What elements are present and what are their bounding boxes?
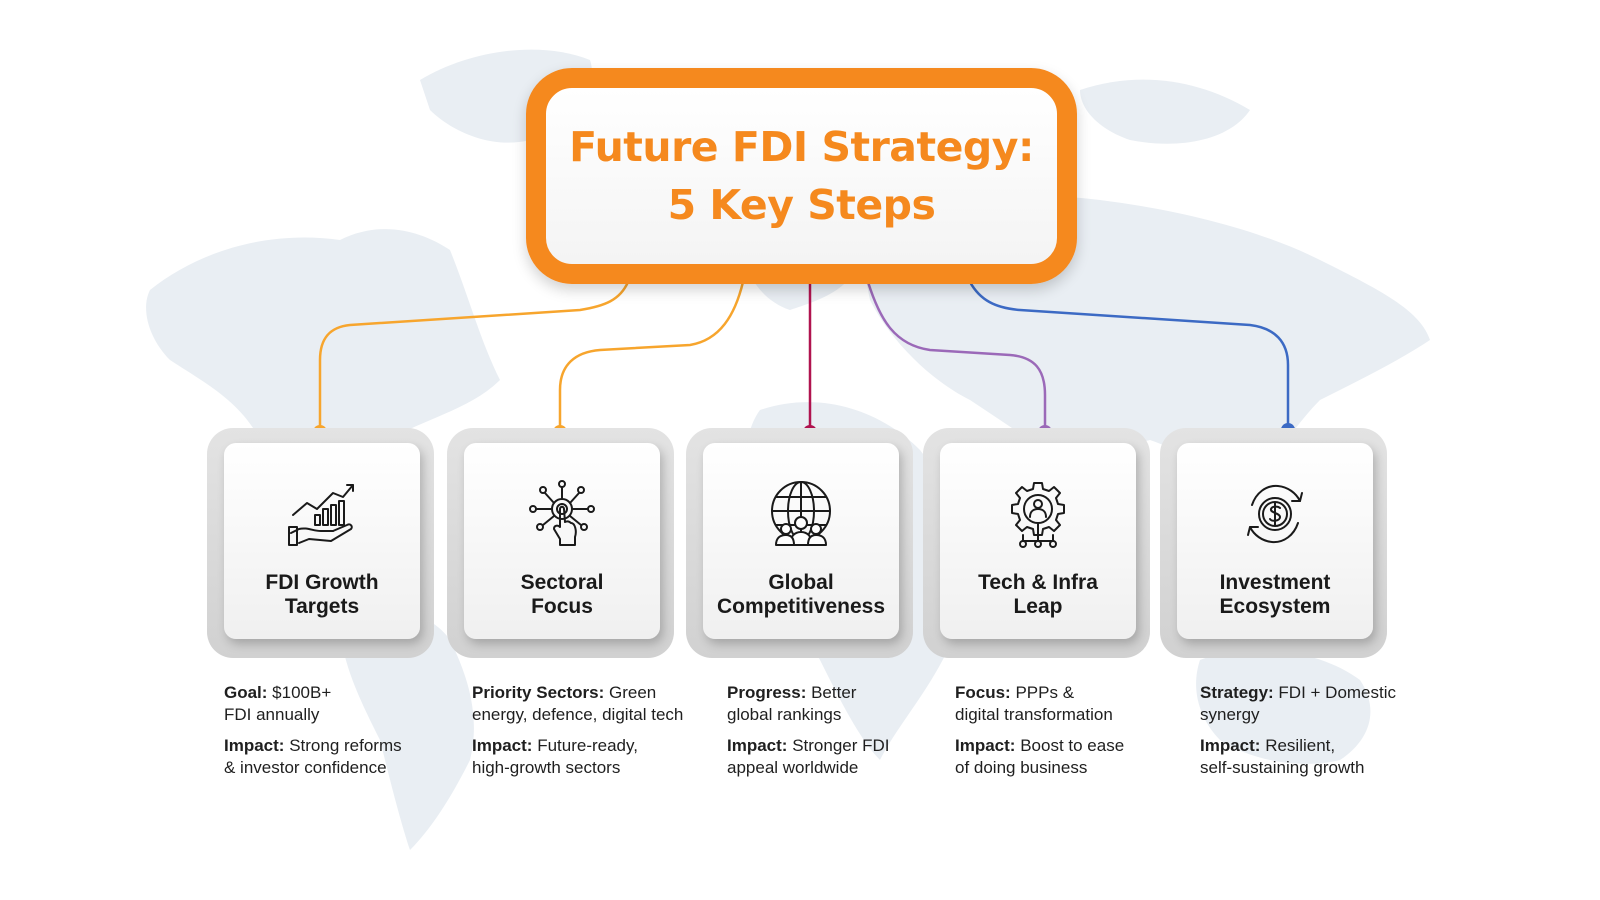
step-desc-3: Progress: Better global rankings Impact:… [727,682,957,788]
touch-network-icon [529,480,595,546]
step-card-inner-3: Global Competitiveness [703,443,899,639]
title-line-2: 5 Key Steps [667,181,936,229]
step-card-inner-4: Tech & Infra Leap [940,443,1136,639]
step-desc-2: Priority Sectors: Green energy, defence,… [472,682,722,788]
growth-chart-hand-icon [288,484,354,546]
step-desc-1-line-2: Impact: Strong reforms & investor confid… [224,736,402,777]
step-card-1: FDI Growth Targets [207,428,434,658]
step-title-1: FDI Growth Targets [265,571,379,618]
title-line-1: Future FDI Strategy: [569,123,1034,171]
step-card-4: Tech & Infra Leap [923,428,1150,658]
step-desc-5: Strategy: FDI + Domestic synergy Impact:… [1200,682,1440,788]
title-box: Future FDI Strategy: 5 Key Steps [526,68,1077,284]
step-card-5: Investment Ecosystem [1160,428,1387,658]
step-title-2: Sectoral Focus [520,571,604,618]
connector-step1 [318,281,630,432]
step-desc-5-line-2: Impact: Resilient, self-sustaining growt… [1200,736,1365,777]
step-desc-1-line-1: Goal: $100B+ FDI annually [224,683,332,724]
step-title-4: Tech & Infra Leap [978,571,1098,618]
connector-step5 [968,281,1290,430]
step-desc-2-line-1: Priority Sectors: Green energy, defence,… [472,683,684,724]
step-card-3: Global Competitiveness [686,428,913,658]
step-card-2: Sectoral Focus [447,428,674,658]
step-desc-4-line-2: Impact: Boost to ease of doing business [955,736,1125,777]
step-card-inner-1: FDI Growth Targets [224,443,420,639]
dollar-cycle-icon [1247,484,1303,544]
step-desc-1: Goal: $100B+ FDI annually Impact: Strong… [224,682,454,788]
step-desc-3-line-1: Progress: Better global rankings [727,683,857,724]
step-card-inner-5: Investment Ecosystem [1177,443,1373,639]
globe-people-icon [771,481,831,546]
gear-person-network-icon [1011,482,1065,548]
step-card-inner-2: Sectoral Focus [464,443,660,639]
step-desc-2-line-2: Impact: Future-ready, high-growth sector… [472,736,638,777]
step-desc-5-line-1: Strategy: FDI + Domestic synergy [1200,683,1397,724]
step-title-3: Global Competitiveness [716,571,886,618]
step-desc-4: Focus: PPPs & digital transformation Imp… [955,682,1185,788]
step-title-5: Investment Ecosystem [1219,571,1331,618]
connector-step4 [866,281,1047,432]
step-desc-3-line-2: Impact: Stronger FDI appeal worldwide [727,736,890,777]
connector-step2 [558,281,745,432]
step-desc-4-line-1: Focus: PPPs & digital transformation [955,683,1113,724]
